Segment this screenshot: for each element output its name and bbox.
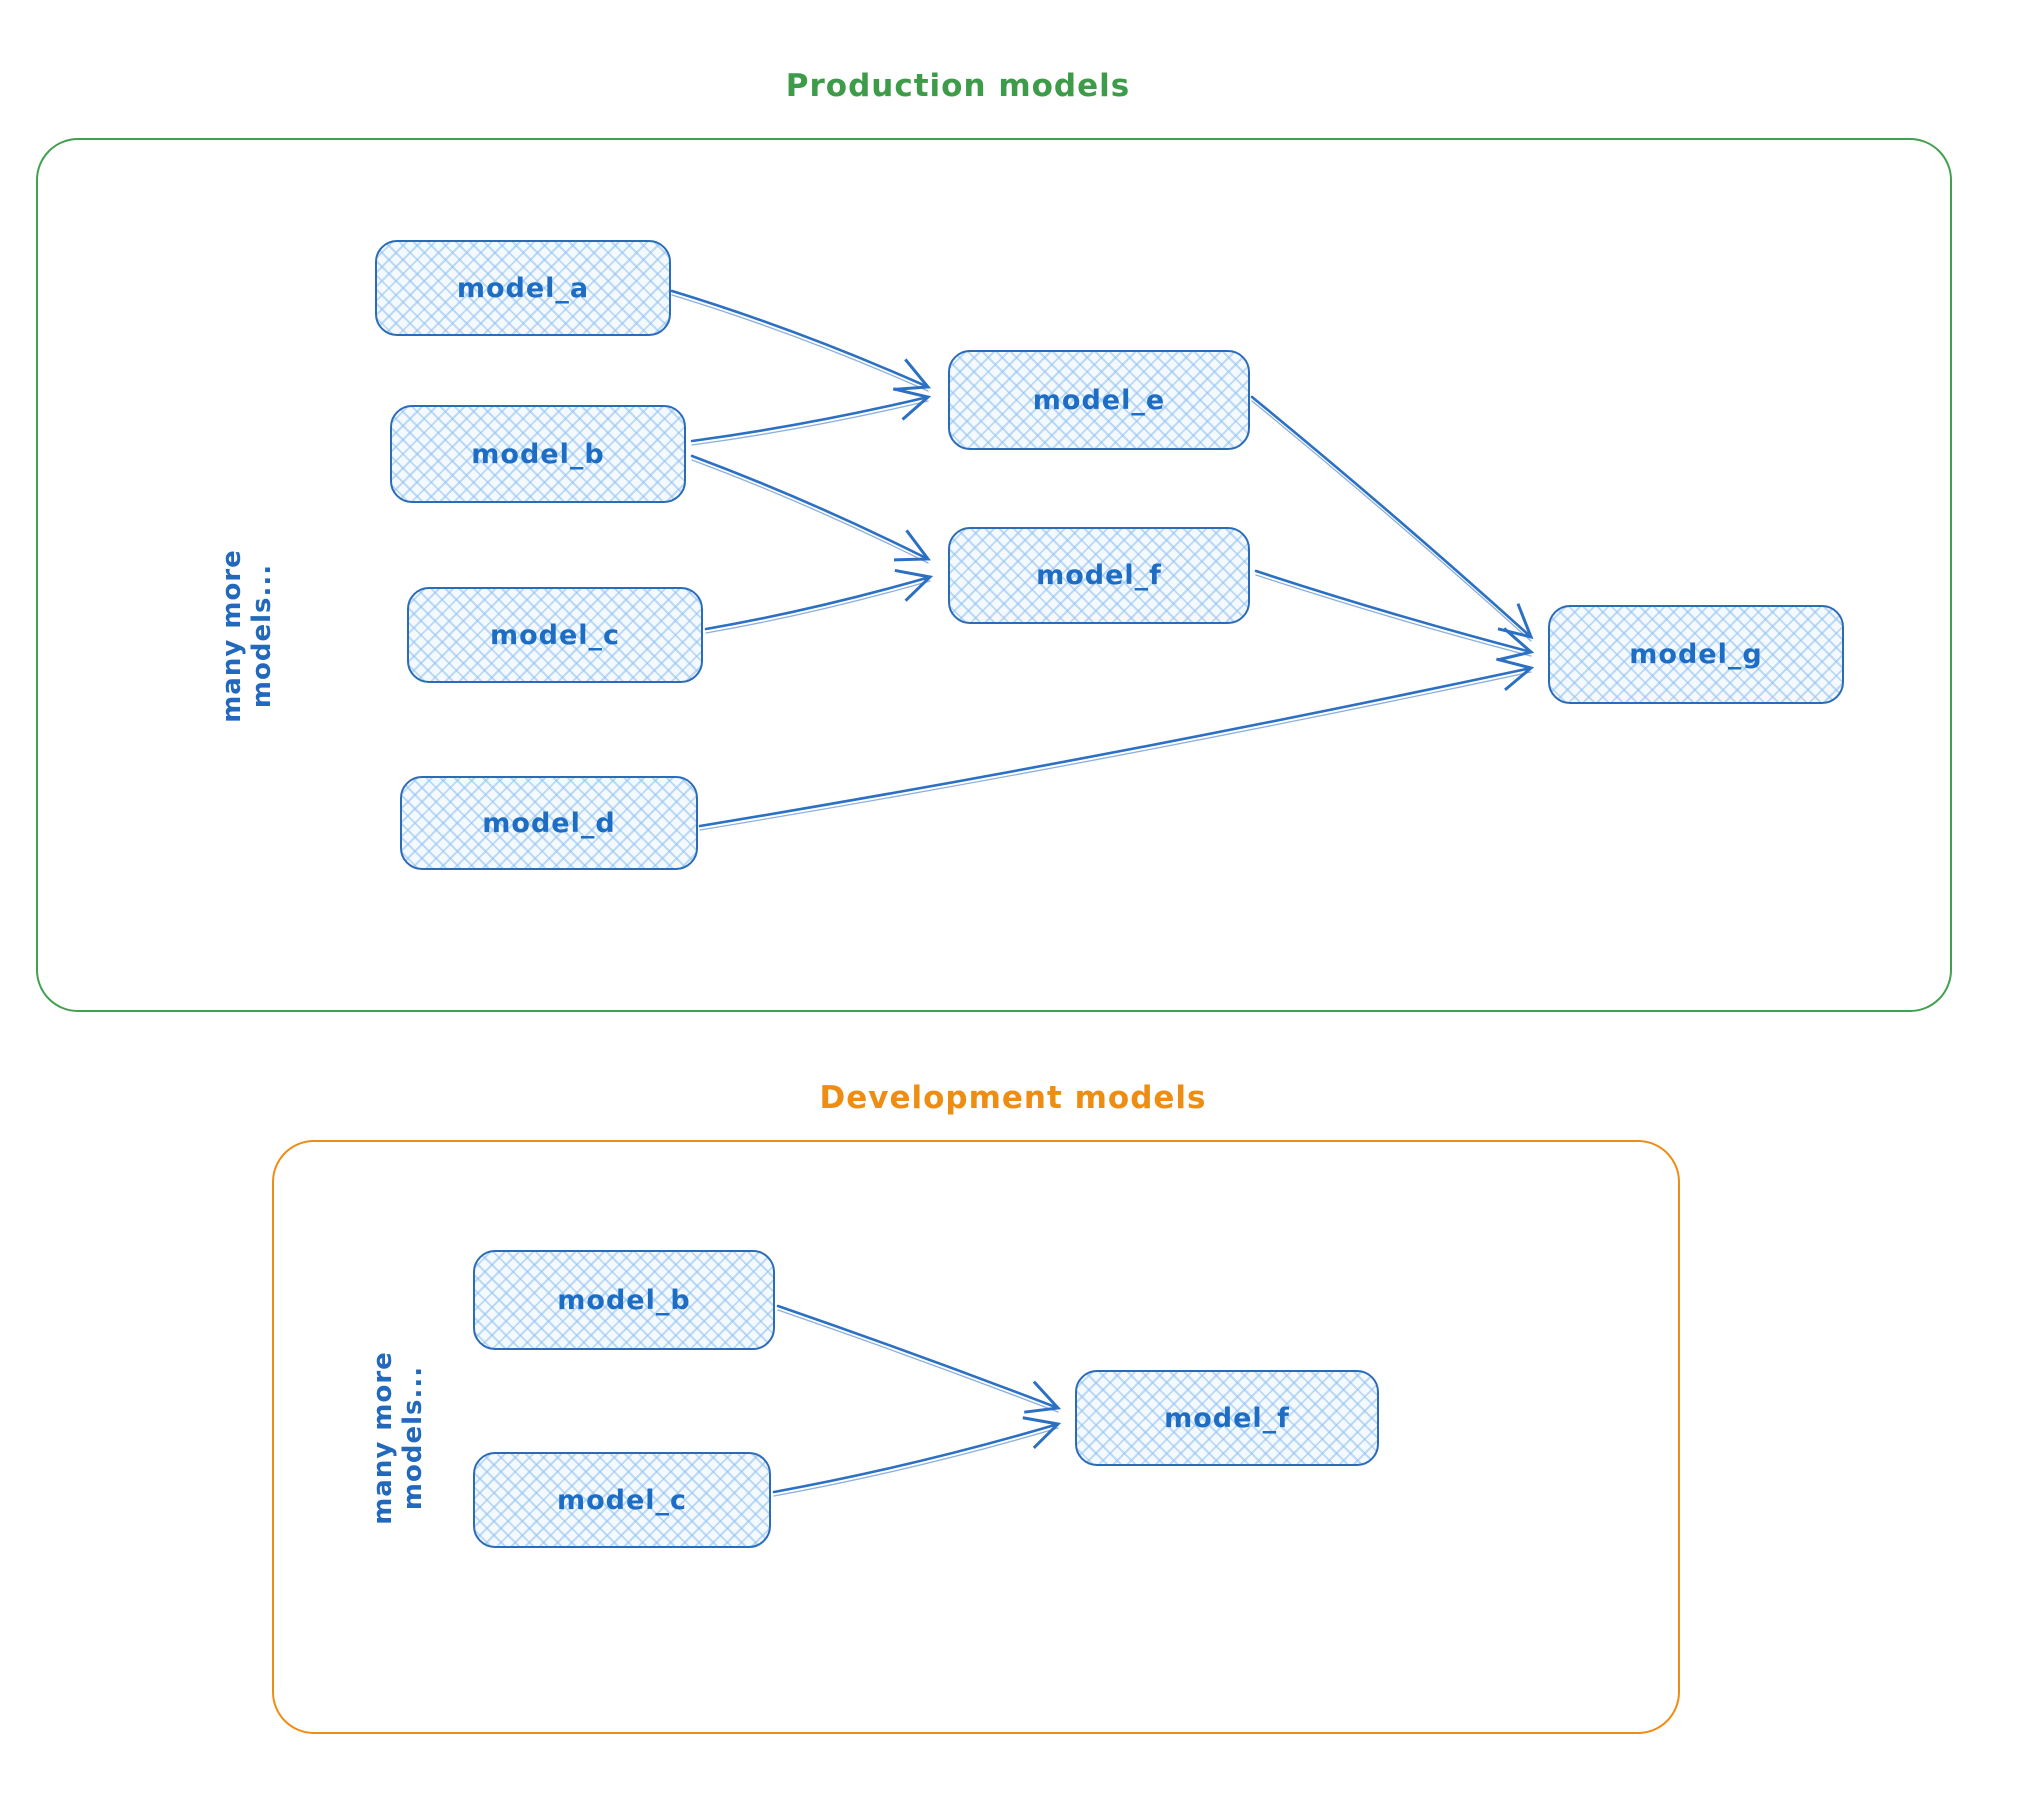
node-development-model-b: model_b [473,1250,775,1350]
node-production-model-a: model_a [375,240,671,336]
development-group-title: Development models [819,1080,1207,1116]
node-development-model-c: model_c [473,1452,771,1548]
node-production-model-b: model_b [390,405,686,503]
node-development-model-f: model_f [1075,1370,1379,1466]
development-group-frame [272,1140,1680,1734]
node-production-model-c: model_c [407,587,703,683]
node-production-model-g: model_g [1548,605,1844,704]
production-group-title: Production models [785,68,1131,104]
production-group-frame [36,138,1952,1012]
node-production-model-f: model_f [948,527,1250,624]
production-side-label: many more models... [217,549,277,723]
development-side-label: many more models... [368,1351,428,1525]
node-production-model-d: model_d [400,776,698,870]
node-production-model-e: model_e [948,350,1250,450]
